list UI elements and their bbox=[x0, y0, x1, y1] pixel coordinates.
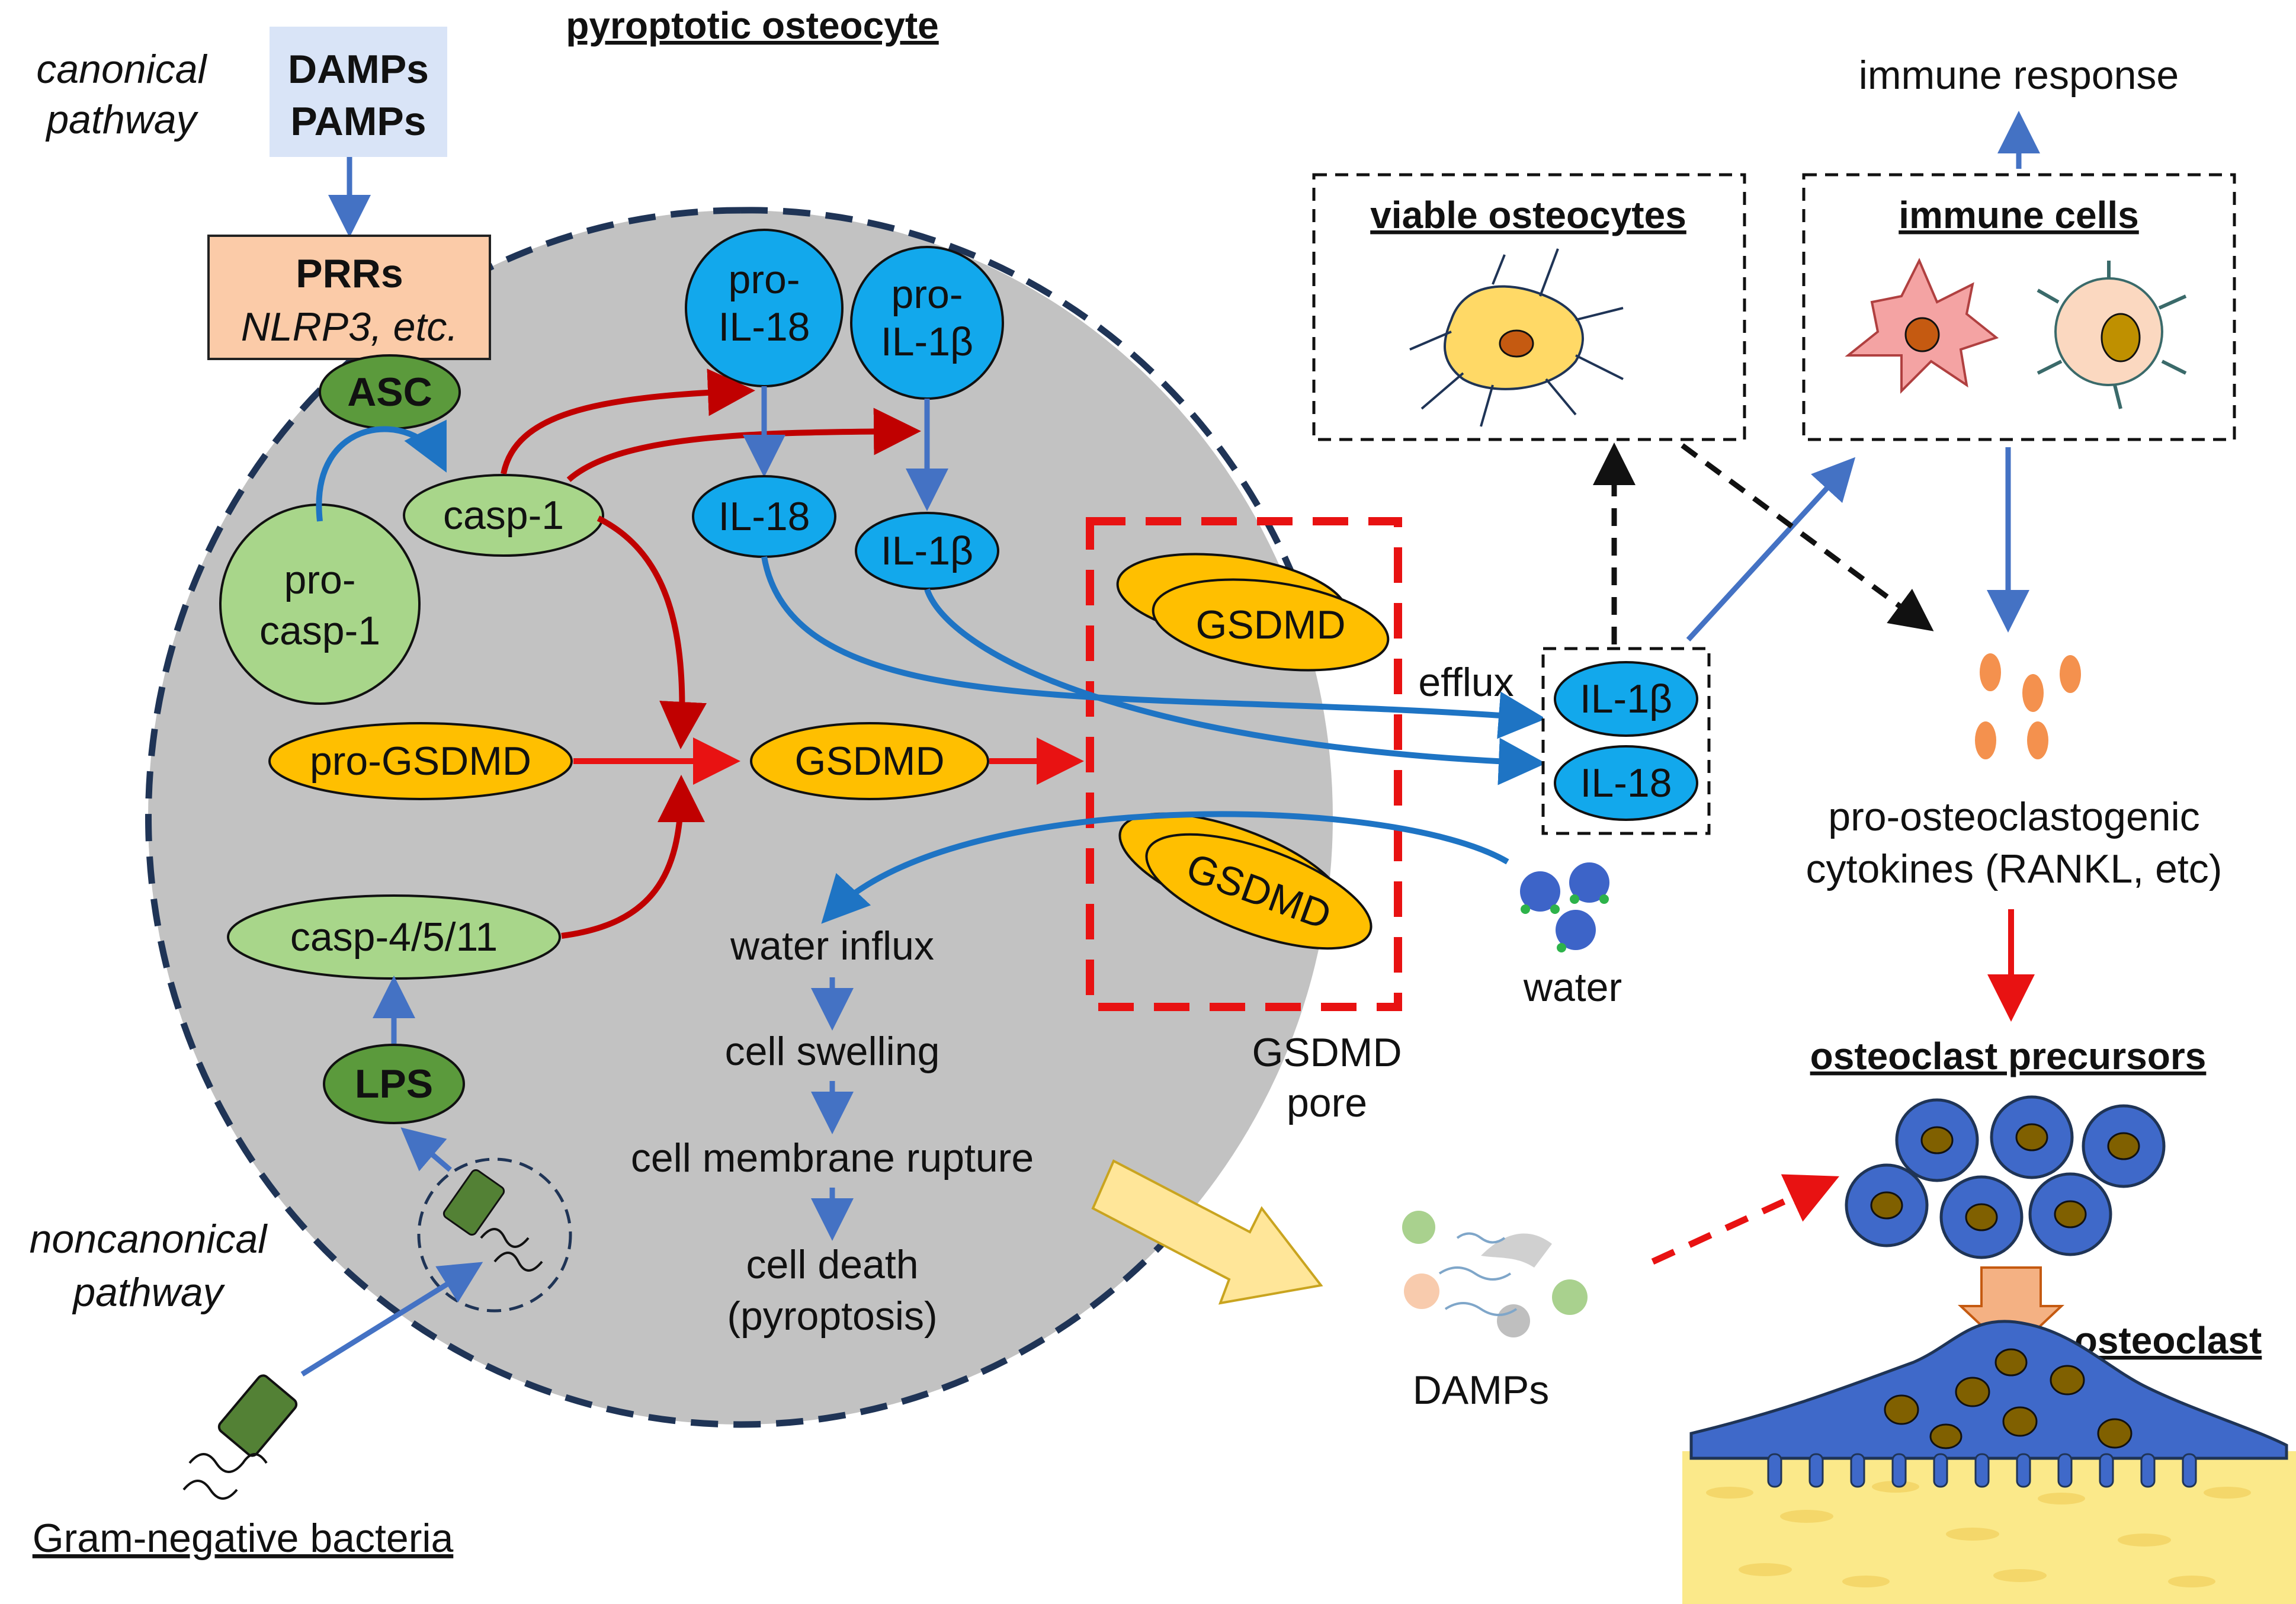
pro-il18-line1: pro- bbox=[729, 257, 800, 302]
arrow-il1b-efflux bbox=[761, 556, 1546, 739]
vacuole bbox=[417, 1157, 572, 1313]
casp4511-label: casp-4/5/11 bbox=[290, 915, 498, 960]
released-il1b-node bbox=[1554, 661, 1698, 737]
canonical-label-line2: pathway bbox=[45, 97, 198, 142]
pro-gsdmd-label: pro-GSDMD bbox=[310, 739, 531, 784]
bone-texture bbox=[1706, 1481, 2251, 1587]
released-il1b-label: IL-1β bbox=[1580, 676, 1672, 721]
bacterium-flagella-icon bbox=[480, 1228, 543, 1272]
damps-label: DAMPs bbox=[1413, 1368, 1549, 1413]
arrow-bacteria-entry bbox=[300, 1262, 483, 1377]
pro-casp1-node bbox=[219, 503, 421, 705]
osteoclast-precursors-label: osteoclast precursors bbox=[1810, 1035, 2207, 1077]
arrow-casp1-to-cleavage bbox=[597, 515, 707, 749]
gsdmd-pore-disc-1b bbox=[1152, 578, 1390, 672]
step-cell-swelling: cell swelling bbox=[725, 1029, 940, 1074]
noncanonical-label-line2: pathway bbox=[72, 1270, 225, 1315]
damps-cluster-icon bbox=[1402, 1211, 1588, 1337]
arrow-water-influx bbox=[821, 811, 1509, 924]
diagram-title: pyroptotic osteocyte bbox=[566, 4, 938, 47]
gsdmd-pore-disc-2b bbox=[1145, 833, 1373, 950]
ruptured-membrane-region bbox=[1176, 669, 1295, 1226]
pro-il18-line2: IL-18 bbox=[719, 304, 810, 349]
prrs-box bbox=[207, 235, 491, 360]
pro-casp1-line2: casp-1 bbox=[259, 608, 380, 653]
il18-label: IL-18 bbox=[719, 494, 810, 539]
gsdmd-pore-caption-line1: GSDMD bbox=[1252, 1030, 1402, 1075]
osteoclast-label: osteoclast bbox=[2074, 1319, 2262, 1362]
immune-cells-label: immune cells bbox=[1899, 194, 2139, 236]
immune-response-label: immune response bbox=[1859, 53, 2179, 98]
pro-gsdmd-node bbox=[268, 722, 573, 800]
canonical-label-line1: canonical bbox=[36, 47, 207, 92]
step-membrane-rupture: cell membrane rupture bbox=[631, 1135, 1034, 1180]
step-pyroptosis: (pyroptosis) bbox=[727, 1294, 937, 1339]
arrow-casp1-to-pro-il1b bbox=[566, 408, 921, 482]
gsdmd-pore-box bbox=[1086, 517, 1402, 1011]
damps-pamps-box bbox=[270, 27, 447, 157]
released-il18-label: IL-18 bbox=[1580, 761, 1672, 806]
cytokines-line1: pro-osteoclastogenic bbox=[1828, 794, 2199, 839]
arrow-osteocytes-to-cytokines bbox=[1681, 443, 1934, 631]
cytokines-line2: cytokines (RANKL, etc) bbox=[1806, 846, 2223, 891]
bacterium-tail-icon bbox=[182, 1453, 268, 1500]
arrow-vacuole-to-lps bbox=[400, 1127, 452, 1172]
arrow-casp4511-to-cleavage bbox=[561, 775, 705, 939]
il1b-node bbox=[855, 512, 999, 590]
cell-membrane-top bbox=[740, 207, 1327, 671]
cell-membrane bbox=[145, 207, 1182, 1428]
arrow-efflux-to-immune-cells bbox=[1686, 457, 1856, 642]
gsdmd-pore-label-1: GSDMD bbox=[1195, 602, 1345, 647]
efflux-label: efflux bbox=[1418, 660, 1513, 705]
casp1-node bbox=[403, 474, 604, 557]
arrow-damps-to-precursors bbox=[1651, 1174, 1840, 1265]
osteoclast-icon bbox=[1689, 1320, 2288, 1488]
damps-box-line1: DAMPs bbox=[288, 47, 429, 92]
osteocyte-icon bbox=[1409, 248, 1624, 427]
arrow-procasp1-to-casp1 bbox=[316, 419, 447, 522]
gram-negative-bacterium-icon bbox=[217, 1374, 298, 1457]
rupture-release-arrow bbox=[1091, 1159, 1323, 1305]
noncanonical-label-line1: noncanonical bbox=[30, 1217, 268, 1262]
step-water-influx: water influx bbox=[730, 923, 934, 968]
il1b-label: IL-1β bbox=[881, 528, 973, 573]
prrs-line2: NLRP3, etc. bbox=[241, 304, 458, 349]
arrow-casp1-to-pro-il18 bbox=[501, 368, 755, 474]
arrow-il18-efflux bbox=[924, 588, 1546, 785]
lps-label: LPS bbox=[355, 1061, 433, 1106]
water-molecules-icon bbox=[1520, 862, 1609, 952]
viable-osteocytes-label: viable osteocytes bbox=[1370, 194, 1686, 236]
casp1-label: casp-1 bbox=[443, 493, 564, 538]
damps-box-line2: PAMPs bbox=[290, 99, 426, 144]
internalized-bacterium-icon bbox=[442, 1169, 505, 1236]
lps-node bbox=[323, 1044, 465, 1124]
cytokine-particles-icon bbox=[1975, 653, 2081, 759]
asc-label: ASC bbox=[347, 370, 432, 415]
dendritic-cell-icon bbox=[1845, 258, 1999, 394]
gsdmd-pore-caption-line2: pore bbox=[1287, 1080, 1367, 1125]
released-il18-node bbox=[1554, 745, 1698, 821]
pro-casp1-line1: pro- bbox=[284, 557, 356, 602]
step-cell-death: cell death bbox=[746, 1242, 918, 1287]
gsdmd-label: GSDMD bbox=[794, 739, 944, 784]
prrs-line1: PRRs bbox=[296, 251, 403, 296]
osteoclast-precursor-cells-icon bbox=[1845, 1095, 2166, 1259]
gram-negative-label: Gram-negative bacteria bbox=[33, 1516, 454, 1561]
pro-il1b-line2: IL-1β bbox=[881, 319, 973, 364]
macrophage-icon bbox=[2037, 261, 2187, 409]
pro-il1b-line1: pro- bbox=[892, 272, 963, 317]
gsdmd-node bbox=[750, 722, 989, 800]
water-label: water bbox=[1523, 965, 1622, 1010]
